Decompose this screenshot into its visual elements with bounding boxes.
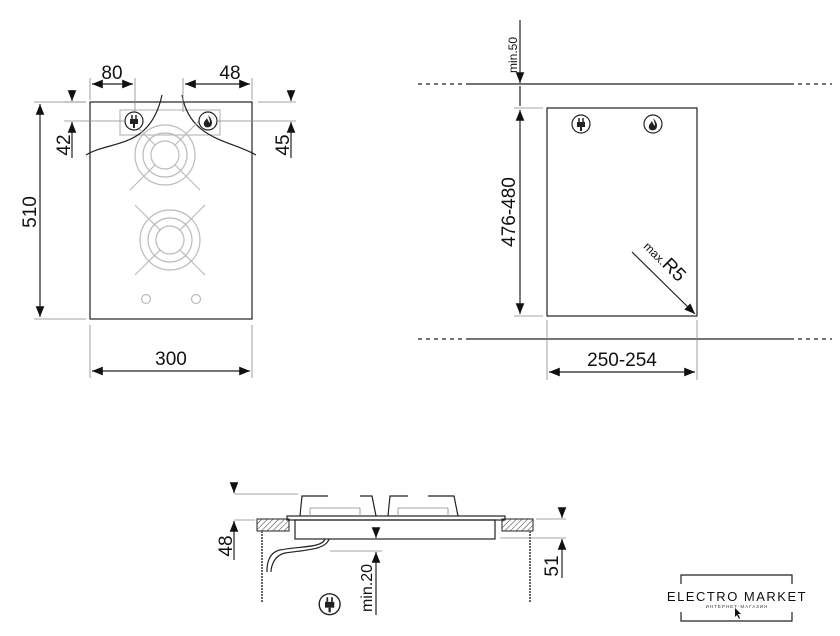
svg-text:ELECTRO MARKET: ELECTRO MARKET (667, 589, 807, 604)
cursor-icon (735, 608, 741, 619)
burner-small (134, 204, 206, 276)
dim-476-480: 476-480 (499, 177, 520, 247)
dim-300: 300 (155, 349, 187, 370)
plug-icon (571, 114, 591, 134)
knob (140, 293, 152, 305)
dim-250-254: 250-254 (587, 350, 657, 371)
dim-42: 42 (54, 134, 75, 155)
side-view: 48 51 min.20 (216, 482, 567, 616)
electro-market-logo: ELECTRO MARKET ИНТЕРНЕТ-МАГАЗИН (667, 574, 807, 622)
hob-outline (89, 101, 253, 320)
dim-45: 45 (273, 134, 294, 155)
plug-icon (124, 111, 144, 131)
dim-80: 80 (101, 63, 122, 84)
dim-min20: min.20 (359, 564, 376, 612)
countertop-right (501, 518, 534, 532)
countertop-left (256, 518, 290, 532)
plug-icon (318, 592, 342, 616)
dim-510: 510 (20, 196, 41, 228)
knob (190, 293, 202, 305)
burner-large (129, 119, 201, 191)
flame-icon (643, 114, 663, 134)
dim-48: 48 (219, 63, 240, 84)
flame-icon (198, 111, 218, 131)
cutout-view: min.50 476-480 250-254 max. R5 (418, 20, 832, 380)
cutout-outline (546, 107, 698, 317)
front-view: 80 48 42 45 510 300 (20, 63, 296, 378)
radius-label: max. R5 (641, 239, 690, 286)
hob-body (294, 519, 496, 540)
dim-51: 51 (542, 555, 563, 576)
dim-48-height: 48 (216, 535, 237, 556)
svg-text:ИНТЕРНЕТ-МАГАЗИН: ИНТЕРНЕТ-МАГАЗИН (706, 604, 769, 609)
dim-min50: min.50 (506, 37, 520, 73)
